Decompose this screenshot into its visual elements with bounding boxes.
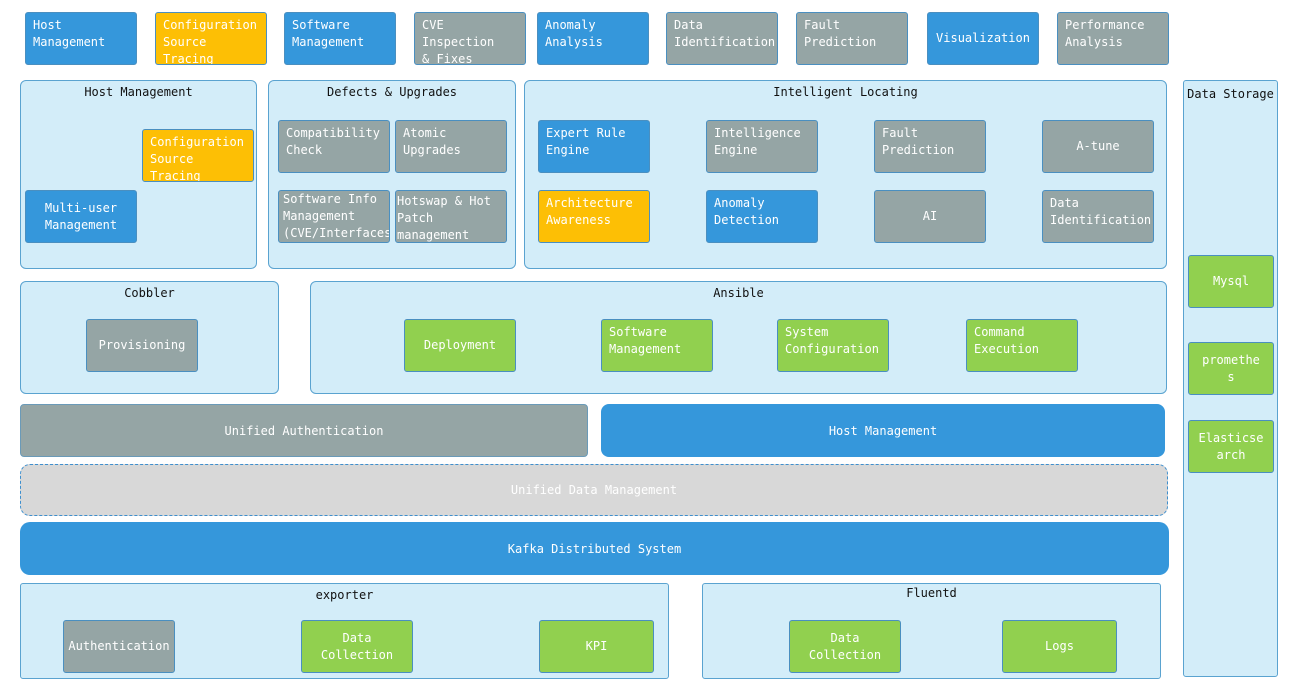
system-configuration: System Configuration (777, 319, 889, 372)
cobbler-title: Cobbler (124, 286, 175, 300)
host-management-title: Host Management (84, 85, 193, 99)
top-configuration-source-tracing: Configuration Source Tracing (155, 12, 267, 65)
top-anomaly-analysis: Anomaly Analysis (537, 12, 649, 65)
command-execution: Command Execution (966, 319, 1078, 372)
unified-authentication-bar: Unified Authentication (20, 404, 588, 457)
kpi: KPI (539, 620, 654, 673)
ai: AI (874, 190, 986, 243)
top-host-management: Host Management (25, 12, 137, 65)
hotswap-hot-patch: Hotswap & Hot Patch management (395, 190, 507, 243)
unified-data-management-bar: Unified Data Management (20, 464, 1168, 516)
multi-user-management: Multi-user Management (25, 190, 137, 243)
atomic-upgrades: Atomic Upgrades (395, 120, 507, 173)
a-tune: A-tune (1042, 120, 1154, 173)
intelligent-locating-title: Intelligent Locating (773, 85, 918, 99)
ansible-title: Ansible (713, 286, 764, 300)
kafka-distributed-system-bar: Kafka Distributed System (20, 522, 1169, 575)
top-visualization: Visualization (927, 12, 1039, 65)
host-management-bar: Host Management (601, 404, 1165, 457)
elasticsearch: Elasticse arch (1188, 420, 1274, 473)
top-software-management: Software Management (284, 12, 396, 65)
logs: Logs (1002, 620, 1117, 673)
host-config-source-tracing: Configuration Source Tracing (142, 129, 254, 182)
provisioning: Provisioning (86, 319, 198, 372)
expert-rule-engine: Expert Rule Engine (538, 120, 650, 173)
exporter-data-collection: Data Collection (301, 620, 413, 673)
compatibility-check: Compatibility Check (278, 120, 390, 173)
fluentd-data-collection: Data Collection (789, 620, 901, 673)
data-identification: Data Identification (1042, 190, 1154, 243)
top-cve-inspection: CVE Inspection & Fixes (414, 12, 526, 65)
intelligence-engine: Intelligence Engine (706, 120, 818, 173)
exporter-title: exporter (315, 588, 374, 602)
fluentd-title: Fluentd (906, 586, 957, 600)
mysql: Mysql (1188, 255, 1274, 308)
architecture-awareness: Architecture Awareness (538, 190, 650, 243)
software-info-management: Software Info Management (CVE/Interfaces… (278, 190, 390, 243)
fault-prediction: Fault Prediction (874, 120, 986, 173)
authentication: Authentication (63, 620, 175, 673)
defects-upgrades-title: Defects & Upgrades (326, 85, 458, 99)
top-fault-prediction: Fault Prediction (796, 12, 908, 65)
ansible-software-management: Software Management (601, 319, 713, 372)
prometheus: promethe s (1188, 342, 1274, 395)
top-data-identification: Data Identification (666, 12, 778, 65)
deployment: Deployment (404, 319, 516, 372)
top-performance-analysis: Performance Analysis (1057, 12, 1169, 65)
anomaly-detection: Anomaly Detection (706, 190, 818, 243)
data-storage-title: Data Storage (1187, 87, 1274, 101)
